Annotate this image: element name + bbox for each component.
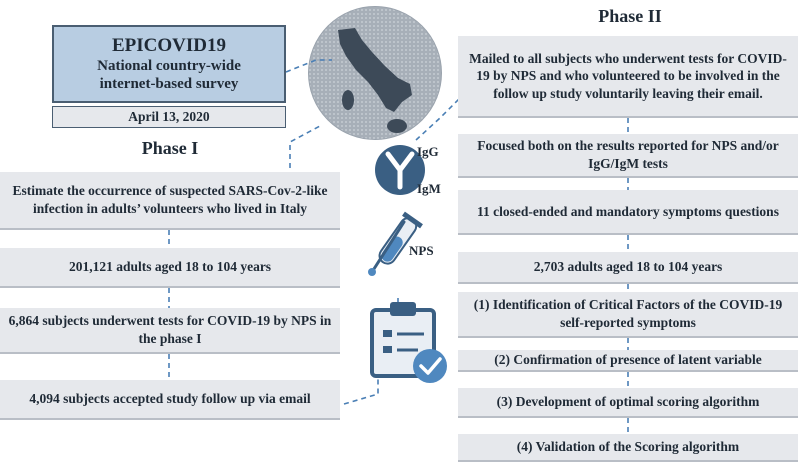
survey-subtitle-line2: internet-based survey: [99, 76, 239, 93]
phase1-step-1: Estimate the occurrence of suspected SAR…: [0, 172, 340, 230]
clipboard-check-icon: [370, 302, 447, 383]
header-to-globe-connector: [285, 59, 332, 73]
phase2-step-2: Focused both on the results reported for…: [458, 134, 798, 178]
survey-subtitle-line1: National country-wide: [97, 58, 241, 75]
igg-label: IgG: [417, 144, 439, 159]
phase2-step-8: (4) Validation of the Scoring algorithm: [458, 434, 798, 462]
igm-label: IgM: [417, 181, 441, 196]
phase2-step-6: (2) Confirmation of presence of latent v…: [458, 350, 798, 372]
survey-title: EPICOVID19: [111, 34, 226, 56]
antibody-to-phase2-connector: [415, 97, 461, 141]
phase1-title: Phase I: [141, 138, 199, 158]
phase2-step-5: (1) Identification of Critical Factors o…: [458, 292, 798, 338]
phase2-title: Phase II: [598, 6, 662, 26]
phase1-step-2: 201,121 adults aged 18 to 104 years: [0, 248, 340, 288]
p1-to-clipboard-connector: [343, 372, 379, 405]
phase1-step-4: 4,094 subjects accepted study follow up …: [0, 380, 340, 420]
phase2-step-7: (3) Development of optimal scoring algor…: [458, 388, 798, 418]
globe-to-phase1-connector: [289, 125, 321, 168]
test-tube-swab-icon: [368, 211, 423, 276]
phase2-step-3: 11 closed-ended and mandatory symptoms q…: [458, 190, 798, 235]
phase2-step-1: Mailed to all subjects who underwent tes…: [458, 36, 798, 118]
survey-date: April 13, 2020: [52, 106, 286, 128]
nps-label: NPS: [409, 243, 434, 258]
phase1-step-3: 6,864 subjects underwent tests for COVID…: [0, 308, 340, 354]
antibody-icon: [375, 145, 425, 195]
phase2-step-4: 2,703 adults aged 18 to 104 years: [458, 252, 798, 284]
italy-globe-icon: [306, 4, 444, 142]
survey-header-box: EPICOVID19 National country-wide interne…: [52, 25, 286, 103]
